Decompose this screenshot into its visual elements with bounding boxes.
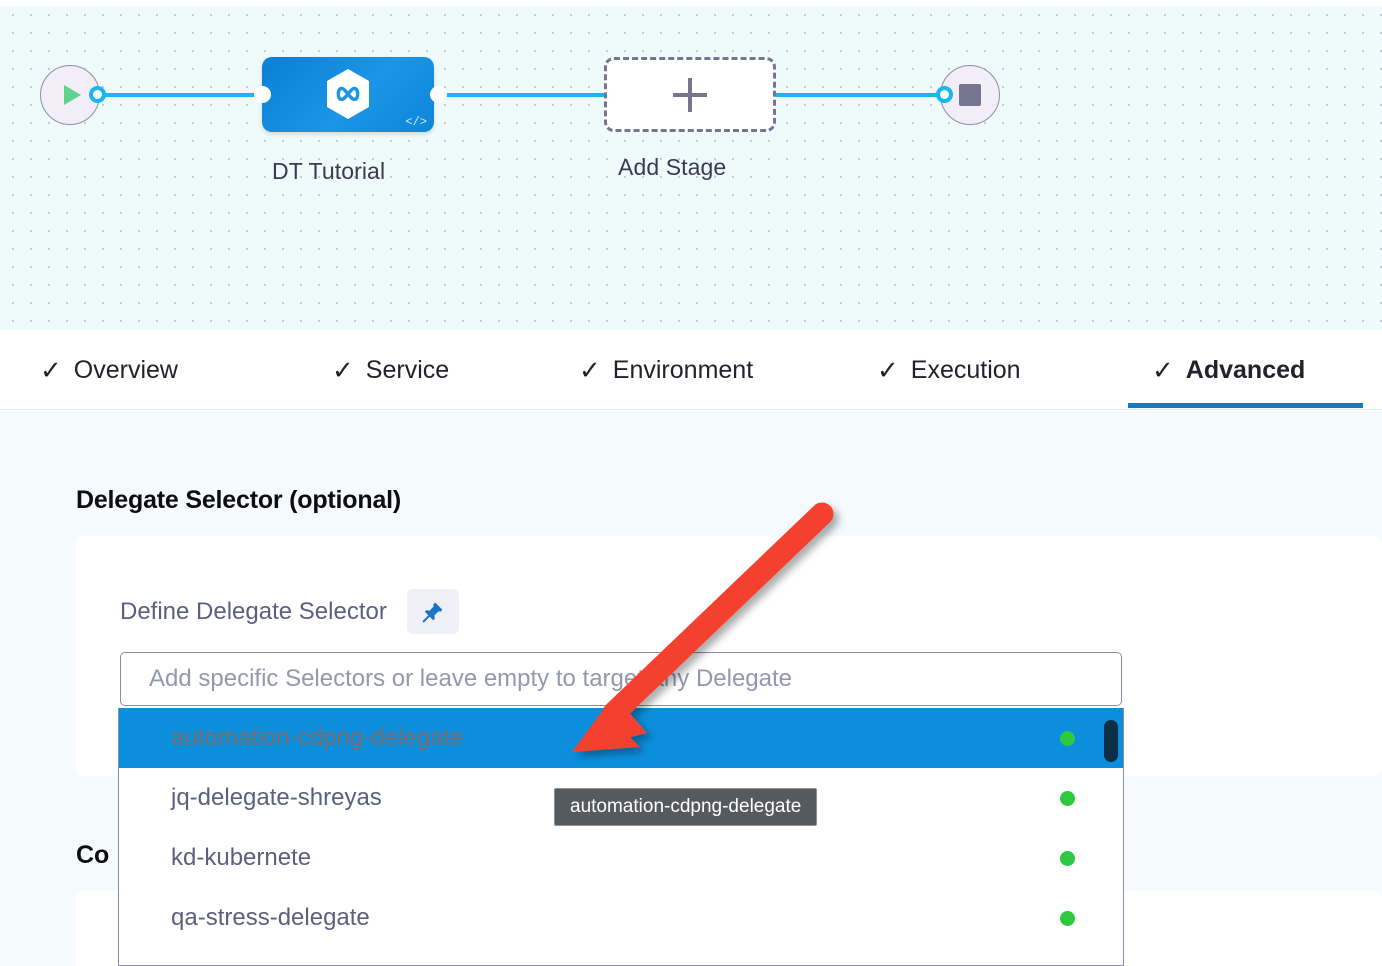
- delegate-selector-input[interactable]: Add specific Selectors or leave empty to…: [120, 652, 1122, 706]
- tab-label: Overview: [73, 355, 178, 384]
- dropdown-option-automation-cdpng-delegate[interactable]: automation-cdpng-delegate: [119, 708, 1123, 768]
- tab-execution[interactable]: ✓ Execution: [873, 330, 1025, 410]
- tab-service[interactable]: ✓ Service: [328, 330, 453, 410]
- delegate-status-dot: [1060, 910, 1075, 926]
- tab-label: Environment: [612, 355, 754, 384]
- tab-label: Execution: [910, 355, 1021, 384]
- dropdown-option-jq-delegate-shreyas[interactable]: jq-delegate-shreyas: [119, 768, 1123, 828]
- list-item-label: jq-delegate-shreyas: [171, 784, 382, 811]
- list-item-label: qa-stress-delegate: [171, 904, 370, 931]
- start-node-port[interactable]: [89, 86, 106, 103]
- play-icon: [64, 85, 81, 105]
- code-icon: </>: [405, 115, 427, 129]
- stage-config-tabs: ✓ Overview ✓ Service ✓ Environment ✓ Exe…: [0, 330, 1382, 410]
- check-icon: ✓: [877, 355, 899, 385]
- tab-environment[interactable]: ✓ Environment: [575, 330, 757, 410]
- connector-start-to-stage: [96, 93, 266, 97]
- stage-node-output-port[interactable]: [430, 86, 447, 103]
- add-stage-node[interactable]: [604, 57, 776, 132]
- active-tab-indicator: [1128, 403, 1363, 408]
- check-icon: ✓: [1152, 355, 1174, 385]
- plus-icon: [673, 77, 707, 112]
- canvas-top-strip: [0, 0, 1382, 6]
- check-icon: ✓: [579, 355, 601, 385]
- stage-node-input-port[interactable]: [254, 86, 271, 103]
- delegate-status-dot: [1060, 790, 1075, 806]
- dropdown-scrollbar-thumb[interactable]: [1104, 720, 1118, 762]
- check-icon: ✓: [332, 355, 354, 385]
- delegate-selector-placeholder: Add specific Selectors or leave empty to…: [149, 665, 793, 692]
- stage-node-dt-tutorial[interactable]: </>: [262, 57, 434, 132]
- stop-icon: [959, 84, 981, 106]
- end-node-port[interactable]: [936, 86, 953, 103]
- page-title: Delegate Selector (optional): [76, 486, 402, 514]
- delegate-status-dot: [1060, 730, 1075, 746]
- tab-label: Advanced: [1185, 355, 1306, 384]
- second-section-title: Co: [76, 841, 110, 869]
- pipeline-start-node[interactable]: [40, 65, 100, 125]
- check-icon: ✓: [40, 355, 62, 385]
- pushpin-icon: [422, 602, 443, 622]
- dropdown-option-qa-stress-delegate[interactable]: qa-stress-delegate: [119, 888, 1123, 948]
- delegate-name-tooltip: automation-cdpng-delegate: [554, 788, 818, 826]
- stage-node-label: DT Tutorial: [272, 158, 386, 184]
- define-delegate-selector-label: Define Delegate Selector: [120, 597, 387, 625]
- add-stage-label: Add Stage: [618, 154, 727, 180]
- list-item-label: kd-kubernete: [171, 844, 312, 871]
- delegate-status-dot: [1060, 850, 1075, 866]
- tab-label: Service: [365, 355, 450, 384]
- pipeline-canvas[interactable]: </> DT Tutorial Add Stage: [0, 0, 1382, 330]
- list-item-label: automation-cdpng-delegate: [171, 724, 464, 751]
- dropdown-option-kd-kubernete[interactable]: kd-kubernete: [119, 828, 1123, 888]
- harness-cd-hexagon-icon: [327, 68, 369, 119]
- delegate-selector-dropdown[interactable]: automation-cdpng-delegate jq-delegate-sh…: [118, 708, 1124, 966]
- tab-overview[interactable]: ✓ Overview: [36, 330, 182, 410]
- tab-advanced[interactable]: ✓ Advanced: [1148, 330, 1309, 410]
- pushpin-button[interactable]: [406, 589, 459, 634]
- define-delegate-selector-row: Define Delegate Selector: [120, 589, 459, 634]
